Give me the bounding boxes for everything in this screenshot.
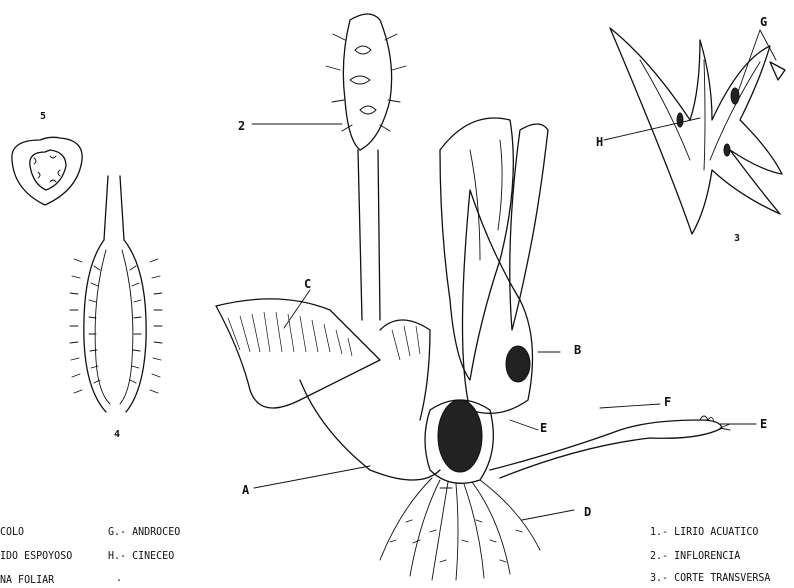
legend-left-line-2: IDO ESPOYOSO (0, 552, 72, 563)
figure-number-2: 2 (238, 120, 245, 132)
flower-transverse-section-drawing (604, 28, 785, 234)
label-h: H (596, 136, 603, 148)
label-c: C (304, 278, 311, 290)
legend-left-line-g: G.- ANDROCEO (108, 528, 180, 539)
legend-left-line-h: H.- CINECEO (108, 552, 174, 563)
label-g: G (760, 16, 767, 28)
water-hyacinth-plant-drawing (216, 14, 730, 580)
figure-number-3: 3 (734, 234, 740, 244)
legend-left-line-3: NA FOLIAR (0, 576, 54, 587)
label-b: B (574, 344, 581, 356)
figure-number-4: 4 (114, 430, 120, 440)
legend-right-line-2: 2.- INFLORENCIA (650, 552, 740, 563)
legend-right-line-1: 1.- LIRIO ACUATICO (650, 528, 758, 539)
legend-left-line-dot: . (116, 574, 122, 585)
ovary-cross-section-drawing (12, 137, 82, 205)
label-a: A (242, 484, 249, 496)
figure-number-5: 5 (40, 112, 46, 122)
label-f: F (664, 396, 671, 408)
legend-left-line-1: COLO (0, 528, 24, 539)
label-e-right: E (760, 418, 767, 430)
ovary-longitudinal-section-drawing (70, 176, 162, 412)
label-e-left: E (540, 422, 547, 434)
leader-lines (252, 124, 756, 520)
label-d: D (584, 506, 591, 518)
legend-right-line-3: 3.- CORTE TRANSVERSA (650, 574, 770, 585)
